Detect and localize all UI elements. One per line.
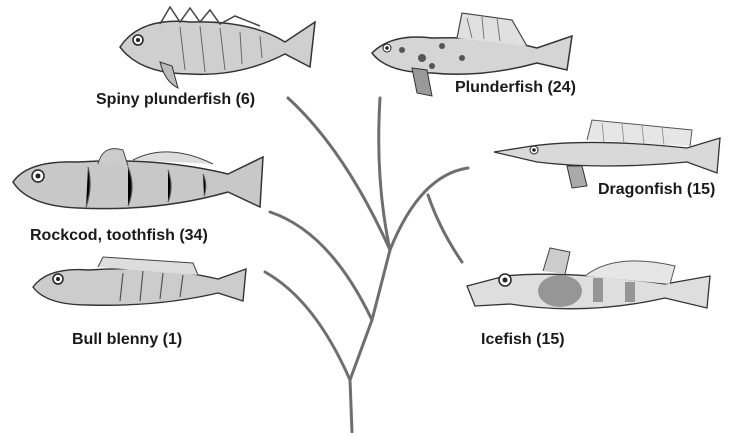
label-dragonfish: Dragonfish (15) <box>598 182 715 198</box>
icefish-illustration <box>465 246 713 336</box>
rockcod-illustration <box>8 142 266 224</box>
label-plunderfish: Plunderfish (24) <box>455 80 576 96</box>
label-spiny-plunderfish: Spiny plunderfish (6) <box>96 92 255 108</box>
bull-blenny-illustration <box>28 255 250 317</box>
dragonfish-illustration <box>492 118 724 190</box>
label-bull-blenny: Bull blenny (1) <box>72 332 182 348</box>
branch-dragonfish <box>390 168 468 250</box>
spiny-plunderfish-illustration <box>110 2 320 92</box>
branch-bull-blenny <box>265 272 350 380</box>
label-icefish: Icefish (15) <box>481 332 565 348</box>
root-branch <box>350 380 352 432</box>
label-rockcod-toothfish: Rockcod, toothfish (34) <box>30 228 208 244</box>
branch-spiny-plunderfish <box>288 98 390 250</box>
branch-icefish <box>428 195 462 262</box>
branch-rockcod <box>270 212 372 320</box>
